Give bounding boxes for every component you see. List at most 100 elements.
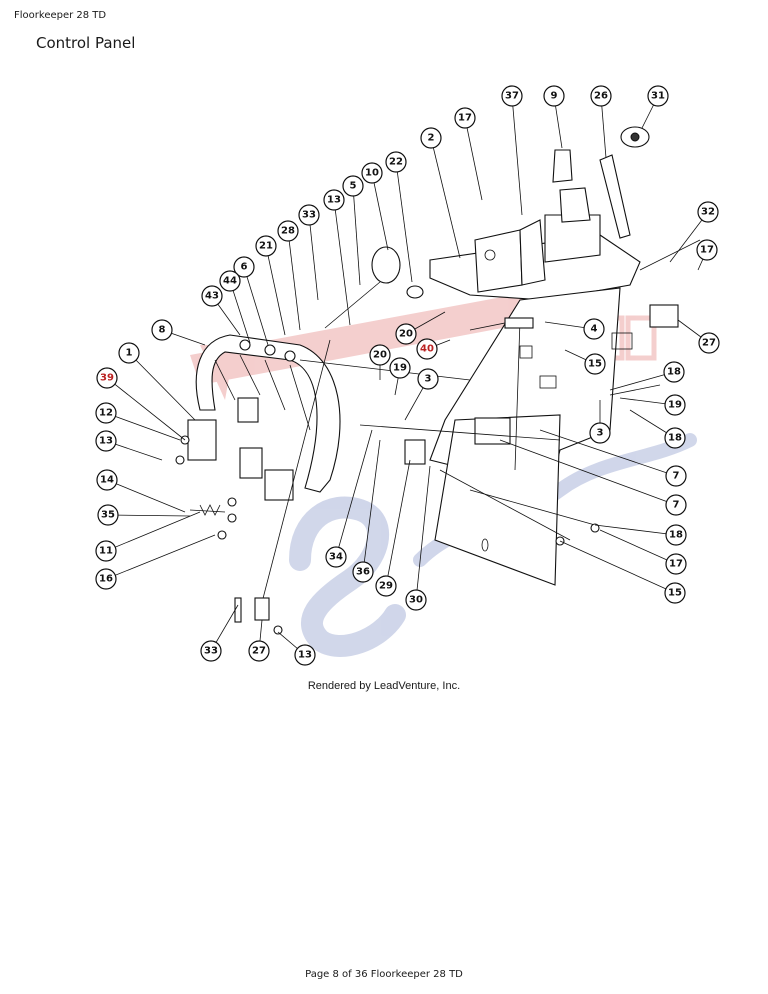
callout-5: 5: [342, 175, 364, 197]
callout-label: 26: [594, 91, 608, 102]
callout-label: 18: [668, 433, 682, 444]
callout-9: 9: [543, 85, 565, 107]
callout-label: 5: [350, 181, 357, 192]
callout-circle: [375, 575, 397, 597]
callout-leader-line: [362, 439, 381, 573]
callout-28: 28: [277, 220, 299, 242]
callout-circle: [96, 469, 118, 491]
callout-label: 20: [373, 350, 387, 361]
callout-label: 8: [159, 325, 166, 336]
callout-27: 27: [698, 332, 720, 354]
callout-4: 4: [583, 318, 605, 340]
callout-circle: [342, 175, 364, 197]
callout-label: 17: [700, 245, 714, 256]
page-footer: Page 8 of 36 Floorkeeper 28 TD: [305, 969, 463, 980]
callout-17: 17: [696, 239, 718, 261]
callout-label: 33: [302, 210, 316, 221]
callout-circle: [151, 319, 173, 341]
render-credit: Rendered by LeadVenture, Inc.: [307, 680, 461, 692]
loop-handle: [187, 334, 341, 501]
callout-17: 17: [454, 107, 476, 129]
callout-30: 30: [405, 589, 427, 611]
callout-13: 13: [95, 430, 117, 452]
callout-label: 37: [505, 91, 519, 102]
callout-3: 3: [589, 422, 611, 444]
callout-label: 14: [100, 475, 114, 486]
callout-leader-line: [609, 371, 675, 391]
callout-circle: [543, 85, 565, 107]
callout-label: 16: [99, 574, 113, 585]
callout-label: 32: [701, 207, 715, 218]
callout-33: 33: [200, 640, 222, 662]
callout-circle: [663, 361, 685, 383]
callout-16: 16: [95, 568, 117, 590]
callout-label: 35: [101, 510, 115, 521]
callout-circle: [417, 368, 439, 390]
callout-circle: [385, 151, 407, 173]
callout-label: 4: [591, 324, 598, 335]
callout-circle: [369, 344, 391, 366]
callout-circle: [416, 338, 438, 360]
callout-label: 20: [399, 329, 413, 340]
callout-8: 8: [151, 319, 173, 341]
callout-circle: [201, 285, 223, 307]
callout-13: 13: [294, 644, 316, 666]
callout-circle: [361, 162, 383, 184]
callout-circle: [325, 546, 347, 568]
page-title: Control Panel: [36, 34, 136, 52]
callout-2: 2: [420, 127, 442, 149]
callout-circle: [97, 504, 119, 526]
callout-label: 43: [205, 291, 219, 302]
callout-label: 30: [409, 595, 423, 606]
callout-18: 18: [663, 361, 685, 383]
callout-leader-line: [415, 465, 431, 601]
callout-label: 21: [259, 241, 273, 252]
callout-circle: [395, 323, 417, 345]
callout-label: 27: [702, 338, 716, 349]
callout-leader-line: [371, 172, 389, 251]
callout-label: 17: [669, 559, 683, 570]
callout-20: 20: [395, 323, 417, 345]
callout-label: 7: [673, 471, 680, 482]
callout-leader-line: [352, 185, 361, 286]
callout-circle: [590, 85, 612, 107]
callout-13: 13: [323, 189, 345, 211]
callout-1: 1: [118, 342, 140, 364]
callout-leader-line: [499, 439, 677, 506]
callout-leader-line: [464, 117, 483, 201]
callout-leader-line: [105, 511, 201, 552]
callout-label: 13: [99, 436, 113, 447]
callout-label: 40: [420, 344, 434, 355]
callout-leader-line: [105, 534, 216, 580]
document-header: Floorkeeper 28 TD: [14, 10, 107, 21]
callout-19: 19: [664, 394, 686, 416]
callout-circle: [118, 342, 140, 364]
callout-leader-line: [243, 266, 269, 346]
callout-leader-line: [599, 529, 677, 565]
callout-7: 7: [665, 494, 687, 516]
callout-leader-line: [105, 412, 181, 441]
callout-19: 19: [389, 357, 411, 379]
callout-15: 15: [664, 582, 686, 604]
callout-label: 29: [379, 581, 393, 592]
callout-label: 39: [100, 373, 114, 384]
callout-label: 27: [252, 646, 266, 657]
callout-33: 33: [298, 204, 320, 226]
callout-36: 36: [352, 561, 374, 583]
callout-12: 12: [95, 402, 117, 424]
callout-leader-line: [106, 377, 186, 441]
callout-leader-line: [128, 352, 196, 421]
callout-circle: [584, 353, 606, 375]
callout-circle: [696, 239, 718, 261]
callout-circle: [664, 582, 686, 604]
callout-label: 18: [667, 367, 681, 378]
callout-leader-line: [539, 429, 677, 477]
callout-circle: [665, 465, 687, 487]
callout-circle: [454, 107, 476, 129]
callout-circle: [248, 640, 270, 662]
callout-label: 3: [597, 428, 604, 439]
callout-label: 15: [588, 359, 602, 370]
callout-43: 43: [201, 285, 223, 307]
callout-14: 14: [96, 469, 118, 491]
control-panel-plate: [429, 234, 641, 586]
